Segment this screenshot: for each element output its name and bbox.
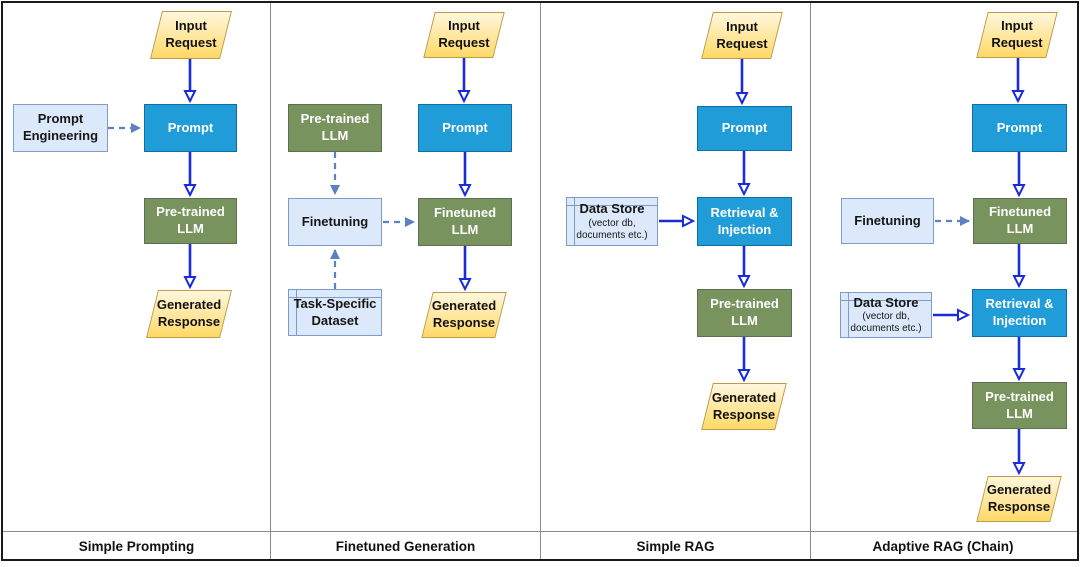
generated-response-node: Generated Response bbox=[700, 383, 788, 430]
input-request-node: Input Request bbox=[700, 12, 784, 59]
panel-title-simple-prompting: Simple Prompting bbox=[78, 538, 195, 554]
data-store-sublabel: (vector db, documents etc.) bbox=[850, 311, 922, 335]
footer-divider bbox=[3, 531, 1077, 532]
panel-title-adaptive-rag-chain: Adaptive RAG (Chain) bbox=[872, 538, 1014, 554]
retrieval-injection-node: Retrieval & Injection bbox=[697, 197, 792, 246]
input-request-label: Input Request bbox=[716, 18, 768, 51]
data-store-node: Data Store (vector db, documents etc.) bbox=[840, 292, 932, 338]
finetuning-node: Finetuning bbox=[841, 198, 934, 244]
generated-response-node: Generated Response bbox=[420, 292, 508, 338]
task-specific-dataset-node: Task-Specific Dataset bbox=[288, 289, 382, 336]
input-request-label: Input Request bbox=[165, 18, 217, 50]
task-specific-dataset-label: Task-Specific Dataset bbox=[293, 295, 377, 328]
input-request-node: Input Request bbox=[149, 11, 233, 59]
prompt-node: Prompt bbox=[418, 104, 512, 152]
panel-divider-3 bbox=[810, 3, 811, 559]
data-store-node: Data Store (vector db, documents etc.) bbox=[566, 197, 658, 246]
data-store-sublabel: (vector db, documents etc.) bbox=[576, 217, 648, 241]
finetuned-llm-node: Finetuned LLM bbox=[418, 198, 512, 246]
generated-response-label: Generated Response bbox=[156, 297, 222, 329]
input-request-label: Input Request bbox=[438, 18, 490, 50]
retrieval-injection-node: Retrieval & Injection bbox=[972, 289, 1067, 337]
panel-divider-2 bbox=[540, 3, 541, 559]
pretrained-llm-node: Pre-trained LLM bbox=[697, 289, 792, 337]
prompt-node: Prompt bbox=[144, 104, 237, 152]
data-store-label: Data Store bbox=[853, 294, 919, 310]
pretrained-llm-node: Pre-trained LLM bbox=[144, 198, 237, 244]
pretrained-llm-node: Pre-trained LLM bbox=[972, 382, 1067, 429]
input-request-node: Input Request bbox=[975, 12, 1059, 58]
prompt-engineering-node: Prompt Engineering bbox=[13, 104, 108, 152]
panel-divider-1 bbox=[270, 3, 271, 559]
input-request-node: Input Request bbox=[422, 12, 506, 58]
generated-response-node: Generated Response bbox=[975, 476, 1063, 522]
panel-title-finetuned-generation: Finetuned Generation bbox=[335, 538, 476, 554]
generated-response-label: Generated Response bbox=[431, 298, 497, 330]
finetuned-llm-node: Finetuned LLM bbox=[973, 198, 1067, 244]
data-store-label: Data Store bbox=[579, 201, 645, 217]
prompt-node: Prompt bbox=[972, 104, 1067, 152]
generated-response-node: Generated Response bbox=[145, 290, 233, 338]
pretrained-llm-node: Pre-trained LLM bbox=[288, 104, 382, 152]
finetuning-node: Finetuning bbox=[288, 198, 382, 246]
prompt-node: Prompt bbox=[697, 106, 792, 151]
generated-response-label: Generated Response bbox=[986, 482, 1052, 514]
generated-response-label: Generated Response bbox=[711, 389, 777, 422]
panel-title-simple-rag: Simple RAG bbox=[636, 538, 715, 554]
input-request-label: Input Request bbox=[991, 18, 1043, 50]
